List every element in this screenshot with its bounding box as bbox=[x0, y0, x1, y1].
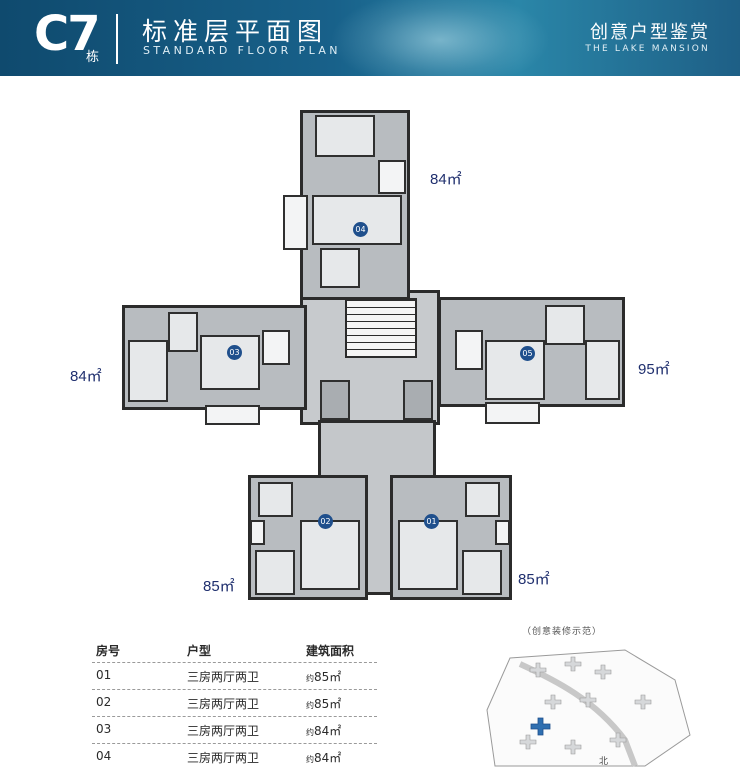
header-layout: 户型 bbox=[187, 644, 212, 658]
area-value: 84㎡ bbox=[314, 724, 342, 738]
table-row: 02 三房两厅两卫 约85㎡ bbox=[92, 689, 377, 716]
banner-wave-decoration bbox=[330, 0, 550, 76]
row-layout: 三房两厅两卫 bbox=[187, 724, 260, 738]
unit-02-balcony bbox=[250, 520, 265, 545]
unit-05-bathroom bbox=[455, 330, 483, 370]
header-area: 建筑面积 bbox=[306, 644, 355, 658]
header-banner: C7 栋 标准层平面图 STANDARD FLOOR PLAN 创意户型鉴赏 T… bbox=[0, 0, 740, 76]
unit-04-badge: 04 bbox=[353, 222, 368, 237]
unit-01-badge: 01 bbox=[424, 514, 439, 529]
unit-05-bedroom bbox=[545, 305, 585, 345]
unit-03-bedroom bbox=[128, 340, 168, 402]
floor-plan: 04 84㎡ 03 84㎡ 05 95㎡ 02 85㎡ 01 85㎡ bbox=[0, 90, 740, 620]
row-room-no: 01 bbox=[96, 668, 112, 682]
row-area: 约85㎡ bbox=[306, 695, 341, 712]
building-marker bbox=[579, 692, 597, 708]
unit-05-living bbox=[485, 340, 545, 400]
row-area: 约84㎡ bbox=[306, 749, 341, 766]
unit-05-area: 95㎡ bbox=[638, 361, 670, 378]
area-value: 85㎡ bbox=[314, 670, 342, 684]
unit-02-living bbox=[300, 520, 360, 590]
site-location-map: 北 bbox=[486, 649, 691, 768]
unit-04-area: 84㎡ bbox=[430, 171, 462, 188]
unit-02-badge: 02 bbox=[318, 514, 333, 529]
area-prefix: 约 bbox=[306, 701, 314, 710]
unit-01-bedroom bbox=[465, 482, 500, 517]
unit-02-bedroom bbox=[258, 482, 293, 517]
sitemap-caption: （创意装修示范） bbox=[522, 627, 603, 637]
unit-03-bedroom bbox=[168, 312, 198, 352]
row-room-no: 03 bbox=[96, 722, 112, 736]
page-title: 标准层平面图 bbox=[142, 17, 329, 46]
table-row: 01 三房两厅两卫 约85㎡ bbox=[92, 662, 377, 689]
building-marker bbox=[594, 664, 612, 680]
area-prefix: 约 bbox=[306, 728, 314, 737]
row-room-no: 02 bbox=[96, 695, 112, 709]
elevator-shaft bbox=[403, 380, 433, 420]
unit-04-balcony bbox=[283, 195, 308, 250]
row-room-no: 04 bbox=[96, 749, 112, 763]
building-number: C7 bbox=[34, 6, 101, 62]
unit-01-living bbox=[398, 520, 458, 590]
unit-04-kitchen bbox=[320, 248, 360, 288]
row-area: 约85㎡ bbox=[306, 668, 341, 685]
unit-01-balcony bbox=[495, 520, 510, 545]
unit-02-area: 85㎡ bbox=[203, 578, 235, 595]
table-header: 房号 户型 建筑面积 bbox=[92, 640, 377, 662]
unit-05-balcony bbox=[485, 402, 540, 424]
site-boundary bbox=[486, 649, 691, 767]
header-room-no: 房号 bbox=[96, 644, 121, 658]
unit-05-badge: 05 bbox=[520, 346, 535, 361]
unit-03-balcony bbox=[205, 405, 260, 425]
area-value: 85㎡ bbox=[314, 697, 342, 711]
project-name: THE LAKE MANSION bbox=[585, 44, 710, 54]
unit-05-bedroom bbox=[585, 340, 620, 400]
stairwell bbox=[345, 298, 417, 358]
banner-divider bbox=[116, 14, 118, 64]
unit-03-area: 84㎡ bbox=[70, 368, 102, 385]
north-indicator: 北 bbox=[599, 756, 608, 767]
building-marker bbox=[609, 732, 627, 748]
row-area: 约84㎡ bbox=[306, 722, 341, 739]
unit-04-bathroom bbox=[378, 160, 406, 194]
table-row: 03 三房两厅两卫 约84㎡ bbox=[92, 716, 377, 743]
area-prefix: 约 bbox=[306, 755, 314, 764]
unit-table: 房号 户型 建筑面积 01 三房两厅两卫 约85㎡ 02 三房两厅两卫 约85㎡… bbox=[92, 640, 377, 770]
unit-03-living bbox=[200, 335, 260, 390]
unit-01-bedroom bbox=[462, 550, 502, 595]
building-marker bbox=[634, 694, 652, 710]
unit-02-bedroom bbox=[255, 550, 295, 595]
row-layout: 三房两厅两卫 bbox=[187, 697, 260, 711]
unit-01-area: 85㎡ bbox=[518, 571, 550, 588]
row-layout: 三房两厅两卫 bbox=[187, 670, 260, 684]
building-marker bbox=[529, 662, 547, 678]
building-marker bbox=[519, 734, 537, 750]
page-subtitle: STANDARD FLOOR PLAN bbox=[143, 44, 341, 57]
area-prefix: 约 bbox=[306, 674, 314, 683]
row-layout: 三房两厅两卫 bbox=[187, 751, 260, 765]
building-marker bbox=[544, 694, 562, 710]
building-suffix: 栋 bbox=[86, 50, 100, 65]
building-marker bbox=[564, 656, 582, 672]
unit-04-living bbox=[312, 195, 402, 245]
section-title: 创意户型鉴赏 bbox=[590, 22, 710, 43]
area-value: 84㎡ bbox=[314, 751, 342, 765]
building-marker bbox=[564, 739, 582, 755]
unit-03-bathroom bbox=[262, 330, 290, 365]
elevator-shaft bbox=[320, 380, 350, 420]
unit-04-bedroom bbox=[315, 115, 375, 157]
highlighted-building-c7 bbox=[530, 717, 551, 736]
unit-03-badge: 03 bbox=[227, 345, 242, 360]
table-row: 04 三房两厅两卫 约84㎡ bbox=[92, 743, 377, 770]
